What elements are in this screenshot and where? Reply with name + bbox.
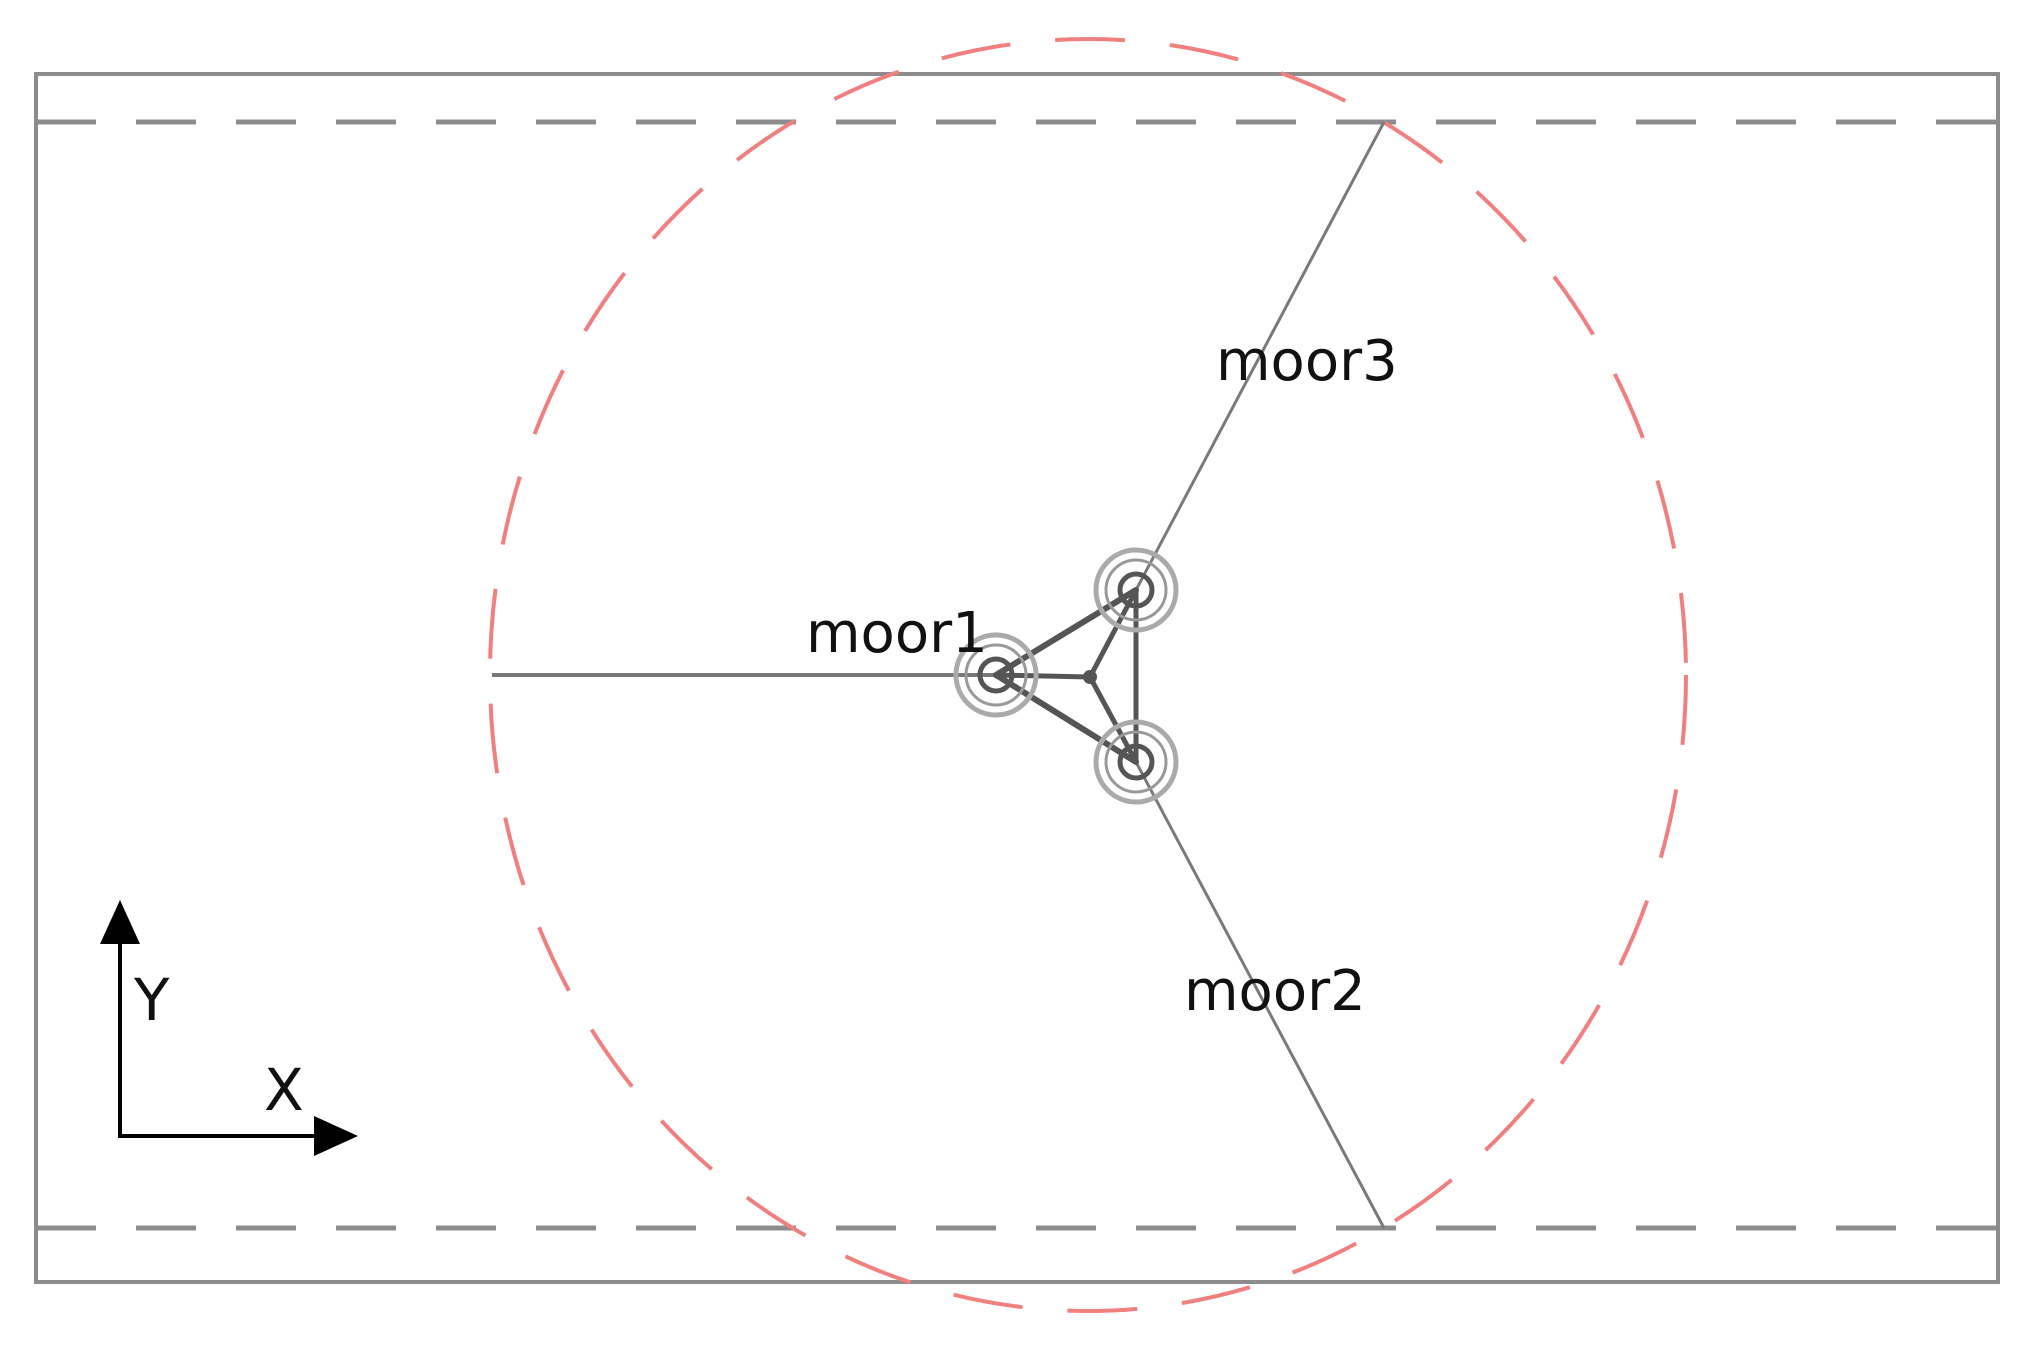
- y-axis-arrowhead: [100, 900, 140, 944]
- moor1-label: moor1: [806, 601, 988, 666]
- x-axis-arrowhead: [314, 1116, 358, 1156]
- column-1: [953, 632, 1039, 718]
- mooring-radius-circle: [488, 37, 1688, 1313]
- mooring-line-2: [1134, 761, 1386, 1229]
- channel-frame: [34, 72, 2000, 1284]
- coordinate-axes: Y X: [100, 900, 358, 1156]
- x-axis-label: X: [264, 1056, 304, 1124]
- platform-center-node: [1083, 670, 1097, 684]
- floating-platform: [953, 547, 1179, 805]
- platform-brace: [994, 587, 1138, 678]
- platform-brace: [994, 672, 1138, 765]
- y-axis-label: Y: [133, 966, 170, 1034]
- moor2-label: moor2: [1184, 959, 1366, 1024]
- moor3-label: moor3: [1216, 329, 1398, 394]
- mooring-line-3: [1134, 121, 1386, 591]
- column-3: [1093, 547, 1179, 633]
- column-2: [1093, 719, 1179, 805]
